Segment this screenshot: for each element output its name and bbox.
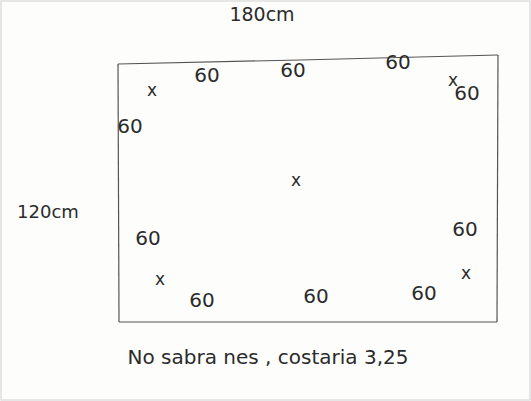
table-left-edge [118,64,119,322]
segment-length: 60 [452,218,477,240]
table-right-edge [497,55,498,322]
segment-length: 60 [135,227,160,249]
cross-mark: x [155,270,165,289]
cross-mark: x [448,71,458,90]
segment-length: 60 [117,115,142,137]
table-bottom-edge [119,321,497,322]
segment-length: 60 [280,59,305,81]
segment-length: 60 [454,82,479,104]
segment-length: 60 [411,282,436,304]
handwritten-note: No sabra nes , costaria 3,25 [128,346,409,368]
cross-mark: x [291,171,301,190]
dimension-label: 180cm [229,4,294,25]
cross-mark: x [147,81,157,100]
dimension-label: 120cm [17,202,79,222]
cross-mark: x [461,264,471,283]
segment-length: 60 [303,285,328,307]
segment-length: 60 [385,51,410,73]
table-top-edge [118,55,498,64]
segment-length: 60 [189,289,214,311]
segment-length: 60 [194,64,219,86]
